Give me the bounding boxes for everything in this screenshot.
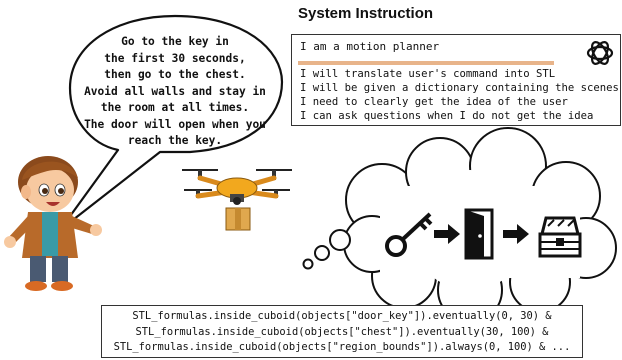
arrow-right-icon [434,224,460,244]
system-instruction-title: System Instruction [298,5,434,22]
speech-line: The door will open when you [84,117,266,131]
speech-line: Avoid all walls and stay in [84,84,266,98]
chest-icon [538,216,582,258]
system-instruction-line: I will translate user's command into STL [300,68,556,80]
speech-line: then go to the chest. [104,68,246,81]
user-command-text: Go to the key in the first 30 seconds, t… [84,34,266,150]
speech-line: the room at all times. [100,101,250,114]
system-instruction-header: I am a motion planner [300,40,440,53]
system-instruction-line: I will be given a dictionary containing … [300,82,619,94]
arrow-right-icon [503,224,529,244]
speech-line: Go to the key in [121,35,229,48]
speech-line: the first 30 seconds, [104,51,246,65]
stl-formula-box: STL_formulas.inside_cuboid(objects["door… [101,305,583,358]
accent-divider [298,61,554,65]
stl-formula-line: STL_formulas.inside_cuboid(objects["regi… [113,341,571,353]
key-icon [385,212,433,257]
boy-character-icon [4,156,102,291]
openai-logo-icon [586,41,614,65]
door-icon [464,208,494,260]
stl-formula-line: STL_formulas.inside_cuboid(objects["door… [132,310,552,322]
speech-line: reach the key. [127,134,223,147]
stl-formula-line: STL_formulas.inside_cuboid(objects["ches… [135,325,549,338]
system-instruction-line: I need to clearly get the idea of the us… [300,96,568,108]
drone-icon [182,169,292,231]
system-instruction-line: I can ask questions when I do not get th… [300,110,594,122]
system-instruction-box: I am a motion planner I will translate u… [291,34,621,126]
